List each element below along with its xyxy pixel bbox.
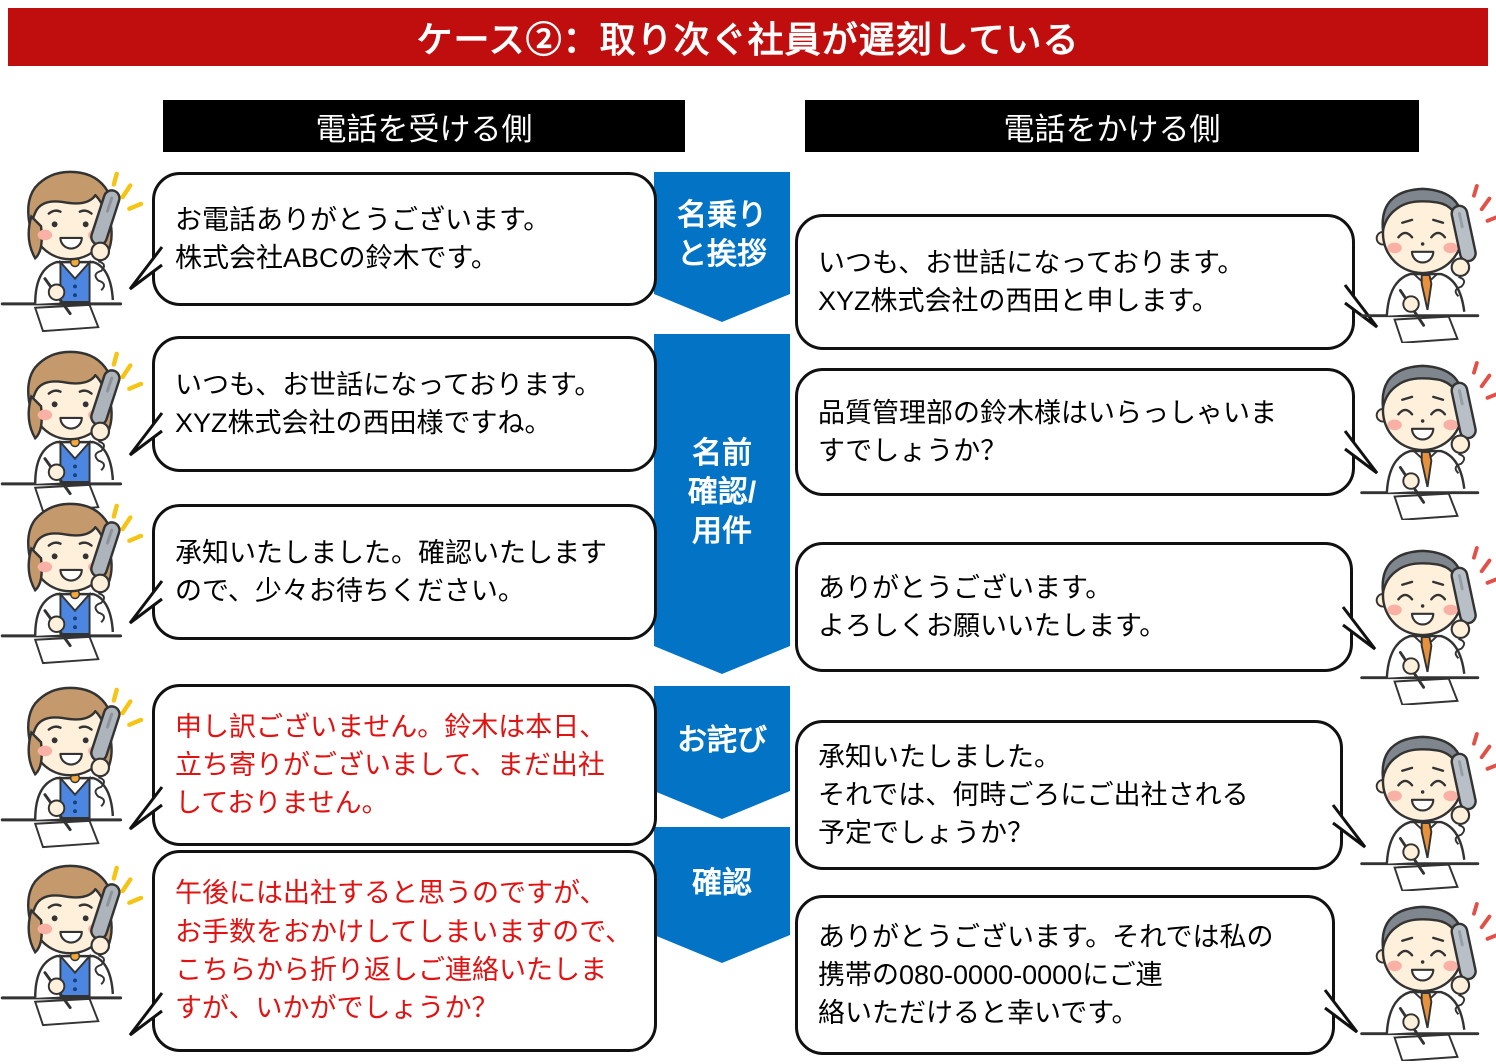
slide-title: ケース②：取り次ぐ社員が遅刻している: [416, 19, 1080, 60]
speech-bubble-caller-2: 品質管理部の鈴木様はいらっしゃいま すでしょうか？: [795, 368, 1379, 496]
speech-text: お電話ありがとうございます。 株式会社ABCの鈴木です。: [175, 204, 551, 273]
speech-text: いつも、お世話になっております。 XYZ株式会社の西田と申します。: [818, 247, 1245, 316]
speech-bubble-receiver-5: 午後には出社すると思うのですが、 お手数をおかけしてしまいますので、 こちらから…: [128, 850, 657, 1052]
speech-text: いつも、お世話になっております。 XYZ株式会社の西田様ですね。: [175, 369, 602, 438]
woman-on-phone-icon: [0, 862, 150, 1027]
column-header-caller-label: 電話をかける側: [1003, 111, 1221, 147]
speech-bubble-caller-5: ありがとうございます。それでは私の 携帯の080-0000-0000にご連 絡い…: [795, 895, 1359, 1055]
speech-bubble-receiver-3: 承知いたしました。確認いたします ので、少々お待ちください。: [128, 504, 657, 640]
speech-text: ありがとうございます。それでは私の 携帯の080-0000-0000にご連 絡い…: [818, 921, 1274, 1029]
step-label: 名乗り と挨拶: [677, 199, 767, 271]
woman-on-phone-icon: [0, 500, 150, 665]
step-label: 確認: [692, 866, 752, 900]
step-arrow-apology: お詫び: [654, 686, 790, 819]
column-header-receiver-label: 電話を受ける側: [315, 111, 533, 147]
woman-on-phone-icon: [0, 168, 150, 333]
speech-text: ありがとうございます。 よろしくお願いいたします。: [818, 572, 1167, 641]
step-arrow-confirmation: 確認: [654, 827, 790, 963]
speech-bubble-receiver-4: 申し訳ございません。鈴木は本日、 立ち寄りがございまして、まだ出社 しておりませ…: [128, 684, 657, 846]
speech-bubble-caller-3: ありがとうございます。 よろしくお願いいたします。: [795, 542, 1377, 672]
speech-bubble-receiver-1: お電話ありがとうございます。 株式会社ABCの鈴木です。: [128, 172, 657, 306]
woman-on-phone-icon: [0, 684, 150, 849]
man-on-phone-icon: [1359, 732, 1496, 891]
speech-text: 承知いたしました。 それでは、何時ごろにご出社される 予定でしょうか？: [818, 741, 1249, 849]
speech-text: 承知いたしました。確認いたします ので、少々お待ちください。: [175, 537, 607, 606]
speech-bubble-caller-4: 承知いたしました。 それでは、何時ごろにご出社される 予定でしょうか？: [795, 720, 1367, 870]
step-label: お詫び: [677, 724, 767, 757]
step-label: 名前 確認/ 用件: [687, 436, 757, 548]
man-on-phone-icon: [1359, 902, 1496, 1061]
man-on-phone-icon: [1359, 546, 1496, 705]
speech-text: 申し訳ございません。鈴木は本日、 立ち寄りがございまして、まだ出社 しておりませ…: [175, 711, 607, 819]
speech-text: 午後には出社すると思うのですが、 お手数をおかけしてしまいますので、 こちらから…: [175, 878, 633, 1024]
man-on-phone-icon: [1359, 361, 1496, 520]
woman-on-phone-icon: [0, 348, 150, 513]
step-arrow-name-confirmation: 名前 確認/ 用件: [654, 334, 790, 674]
title-banner: ケース②：取り次ぐ社員が遅刻している: [8, 8, 1488, 66]
man-on-phone-icon: [1359, 184, 1496, 343]
speech-bubble-caller-1: いつも、お世話になっております。 XYZ株式会社の西田と申します。: [795, 214, 1379, 350]
column-header-caller: 電話をかける側: [805, 100, 1419, 152]
column-header-receiver: 電話を受ける側: [163, 100, 685, 152]
speech-text: 品質管理部の鈴木様はいらっしゃいま すでしょうか？: [818, 397, 1277, 466]
speech-bubble-receiver-2: いつも、お世話になっております。 XYZ株式会社の西田様ですね。: [128, 336, 657, 472]
step-arrow-greeting: 名乗り と挨拶: [654, 172, 790, 322]
